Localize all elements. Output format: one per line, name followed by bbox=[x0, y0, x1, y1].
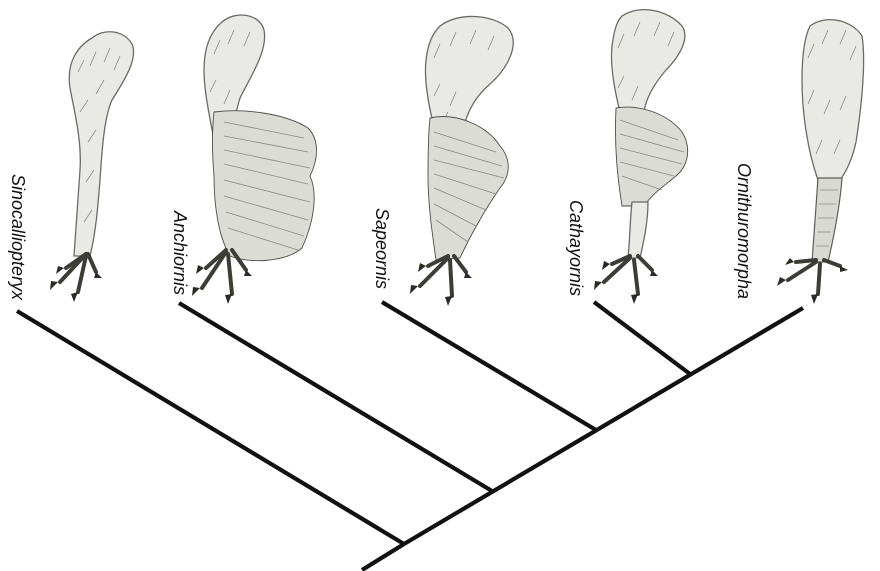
leg-illustration-cathayornis bbox=[594, 10, 688, 304]
leg-illustration-ornithuromorpha bbox=[777, 20, 864, 304]
leg-illustration-sapeornis bbox=[410, 16, 513, 306]
taxon-label-cathayornis: Cathayornis bbox=[566, 200, 586, 296]
branch-main-lineage bbox=[404, 308, 803, 544]
leg-illustration-sinocalliopteryx bbox=[50, 32, 134, 302]
taxon-label-ornithuromorpha: Ornithuromorpha bbox=[734, 163, 754, 299]
branch-cathayornis bbox=[594, 302, 690, 374]
branch-sinocalliopteryx bbox=[17, 311, 404, 544]
branch-stem bbox=[362, 544, 404, 570]
taxon-label-sapeornis: Sapeornis bbox=[372, 208, 392, 289]
branch-anchiornis bbox=[179, 303, 492, 491]
branch-sapeornis bbox=[382, 302, 596, 430]
taxon-label-anchiornis: Anchiornis bbox=[170, 210, 190, 295]
leg-illustration-anchiornis bbox=[192, 15, 317, 304]
taxon-label-sinocalliopteryx: Sinocalliopteryx bbox=[8, 174, 28, 301]
